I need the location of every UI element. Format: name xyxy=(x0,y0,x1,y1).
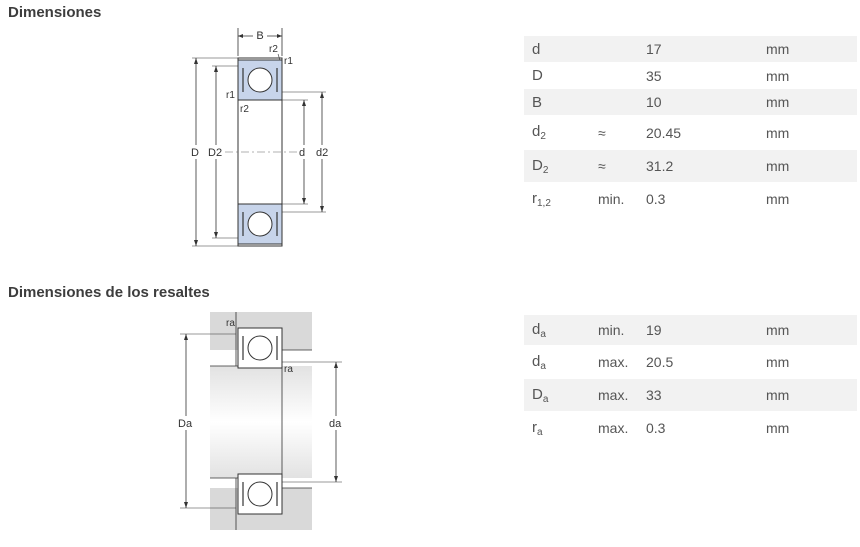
row-unit: mm xyxy=(758,36,857,62)
label-ra-mid: ra xyxy=(284,364,293,375)
row-symbol: d xyxy=(532,40,541,58)
row-unit: mm xyxy=(758,379,857,411)
row-value: 0.3 xyxy=(646,420,666,436)
row-symbol: D xyxy=(532,67,543,84)
label-d: d xyxy=(299,147,305,159)
row-qualifier: max. xyxy=(590,379,638,411)
row-qualifier: min. xyxy=(598,191,625,207)
table-row: da min. 19 mm xyxy=(524,315,857,345)
row-symbol-subscript: 2 xyxy=(540,131,546,142)
section-title-abutment: Dimensiones de los resaltes xyxy=(8,284,210,301)
label-D: D xyxy=(191,147,199,159)
row-qualifier xyxy=(590,62,638,89)
row-symbol: D xyxy=(532,385,543,403)
row-value: 31.2 xyxy=(638,150,758,182)
row-value: 10 xyxy=(638,89,758,115)
label-D2: D2 xyxy=(208,147,222,159)
row-value: 33 xyxy=(638,379,758,411)
row-qualifier: min. xyxy=(590,315,638,345)
row-unit: mm xyxy=(766,420,790,436)
row-unit: mm xyxy=(766,124,790,141)
row-symbol-subscript: a xyxy=(542,393,549,405)
row-symbol: d xyxy=(532,320,541,338)
row-value: 35 xyxy=(646,67,662,84)
row-qualifier: max. xyxy=(598,354,629,370)
label-r2-left: r2 xyxy=(240,104,249,115)
label-r1-left: r1 xyxy=(226,90,235,101)
row-unit: mm xyxy=(758,89,857,115)
label-r2-top: r2 xyxy=(269,44,278,55)
row-value: 0.3 xyxy=(646,191,666,207)
row-value: 20.5 xyxy=(646,354,674,370)
table-row: d2 ≈ 20.45 mm xyxy=(524,115,857,150)
label-ra-top: ra xyxy=(226,318,235,329)
row-unit: mm xyxy=(766,67,790,84)
row-value: 17 xyxy=(638,36,758,62)
row-unit: mm xyxy=(766,354,790,370)
abutment-dimensions-diagram: ra ra Da da xyxy=(178,312,346,530)
table-row: da max. 20.5 mm xyxy=(524,345,857,379)
row-value: 19 xyxy=(638,315,758,345)
abutment-table: da min. 19 mm da max. 20.5 mm Da max. 33… xyxy=(524,315,857,445)
row-unit: mm xyxy=(758,150,857,182)
row-symbol-subscript: a xyxy=(540,360,546,372)
row-unit: mm xyxy=(758,315,857,345)
bearing-dimensions-diagram: B r2 r1 r1 r2 D D2 d d2 xyxy=(190,28,333,247)
table-row: d 17 mm xyxy=(524,36,857,62)
row-symbol: r xyxy=(532,189,537,207)
table-row: B 10 mm xyxy=(524,89,857,115)
table-row: D 35 mm xyxy=(524,62,857,89)
row-qualifier xyxy=(590,89,638,115)
row-symbol: D xyxy=(532,156,543,174)
table-row: Da max. 33 mm xyxy=(524,379,857,411)
row-symbol: r xyxy=(532,418,537,436)
section-title-dimensions: Dimensiones xyxy=(8,4,102,21)
label-r1-top: r1 xyxy=(284,56,293,67)
row-qualifier: ≈ xyxy=(590,150,638,182)
row-unit: mm xyxy=(766,191,790,207)
table-row: ra max. 0.3 mm xyxy=(524,411,857,445)
row-qualifier xyxy=(590,36,638,62)
row-symbol-subscript: 1,2 xyxy=(537,197,551,209)
label-B: B xyxy=(256,30,263,42)
label-Da: Da xyxy=(178,418,193,430)
label-d2: d2 xyxy=(316,147,328,159)
row-symbol-subscript: a xyxy=(540,328,546,340)
table-row: r1,2 min. 0.3 mm xyxy=(524,182,857,216)
row-value: 20.45 xyxy=(646,124,682,141)
row-symbol: B xyxy=(532,93,543,111)
label-da: da xyxy=(329,418,342,430)
row-qualifier: ≈ xyxy=(598,124,606,141)
row-symbol: d xyxy=(532,123,541,140)
row-qualifier: max. xyxy=(598,420,629,436)
row-symbol: d xyxy=(532,352,541,370)
row-symbol-subscript: 2 xyxy=(542,164,549,176)
row-symbol-subscript: a xyxy=(537,426,543,438)
dimensions-table: d 17 mm D 35 mm B 10 mm d2 ≈ 20.45 mm D2… xyxy=(524,36,857,216)
table-row: D2 ≈ 31.2 mm xyxy=(524,150,857,182)
